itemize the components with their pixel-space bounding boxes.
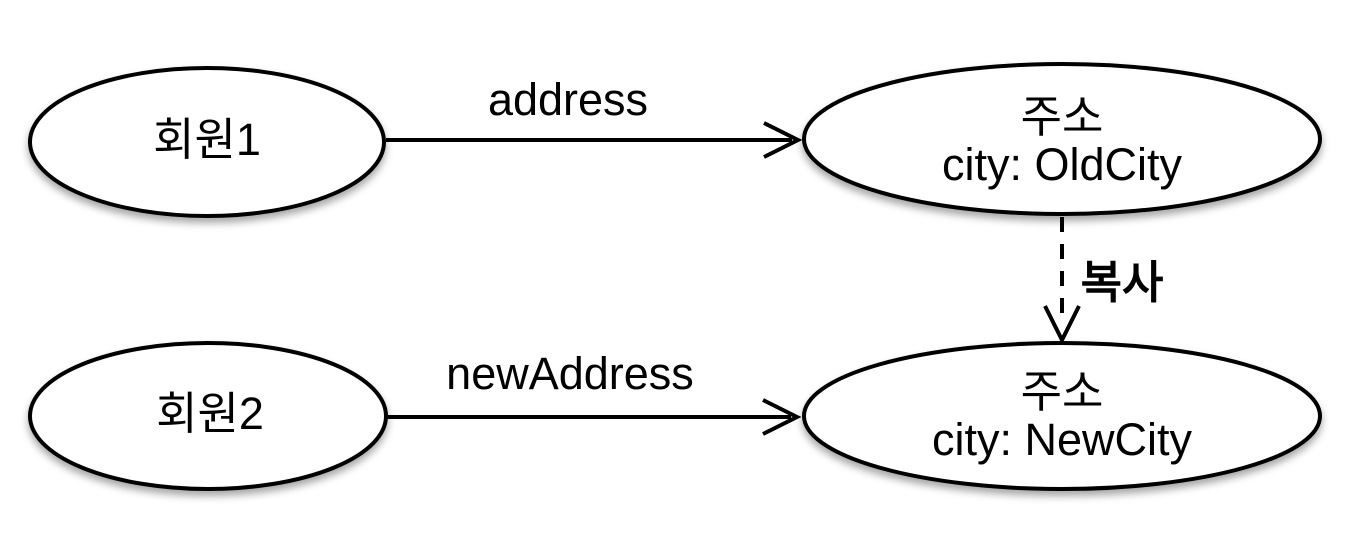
address-old-ellipse bbox=[802, 62, 1322, 216]
member1-label: 회원1 bbox=[153, 114, 261, 165]
address-arrowhead-icon bbox=[763, 121, 803, 159]
edge-copy: 복사 bbox=[1043, 217, 1164, 345]
copy-arrowhead-icon bbox=[1043, 305, 1081, 345]
new-address-arrowhead-icon bbox=[762, 398, 802, 436]
address-new-title: 주소 bbox=[1021, 366, 1104, 417]
address-old-attribute: city: OldCity bbox=[942, 139, 1183, 190]
node-member1: 회원1 bbox=[28, 66, 386, 218]
address-edge-label: address bbox=[488, 74, 648, 125]
member2-ellipse bbox=[28, 341, 388, 491]
edge-member2-new-address: newAddress bbox=[387, 348, 802, 436]
edge-member1-address: address bbox=[386, 74, 803, 159]
address-new-attribute: city: NewCity bbox=[932, 414, 1193, 465]
member2-label: 회원2 bbox=[156, 388, 264, 439]
address-old-title: 주소 bbox=[1021, 91, 1104, 142]
copy-edge-label: 복사 bbox=[1081, 257, 1164, 308]
node-member2: 회원2 bbox=[28, 341, 388, 491]
node-address-old: 주소 city: OldCity bbox=[802, 62, 1322, 216]
node-address-new: 주소 city: NewCity bbox=[802, 341, 1322, 491]
new-address-edge-label: newAddress bbox=[446, 348, 694, 399]
member1-ellipse bbox=[28, 66, 386, 218]
